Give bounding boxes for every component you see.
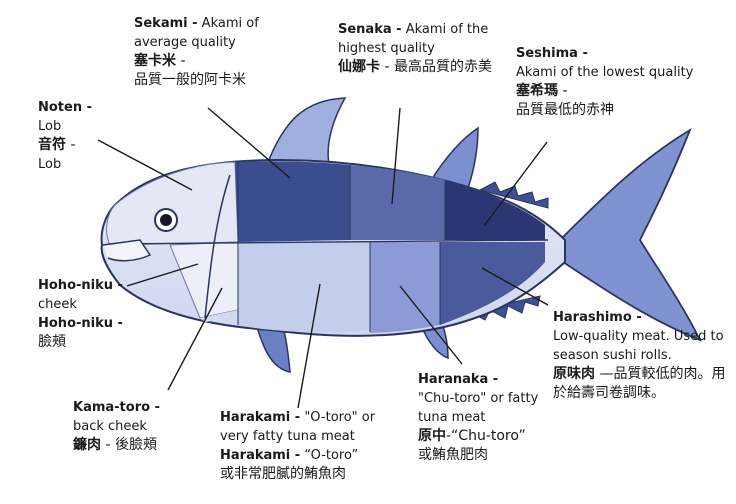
label-seshima: Seshima - Akami of the lowest quality 塞希…: [516, 44, 726, 120]
noten-name: Noten -: [38, 100, 92, 115]
kamatoro-name: Kama-toro -: [73, 400, 160, 415]
seshima-desc-en: Akami of the lowest quality: [516, 63, 726, 82]
kamatoro-name-cn: 鐮肉: [73, 437, 101, 453]
seshima-desc-cn: 品質最低的赤神: [516, 101, 726, 120]
label-noten: Noten - Lob 音符 - Lob: [38, 98, 128, 174]
noten-desc-en: Lob: [38, 117, 128, 136]
noten-name-cn: 音符: [38, 137, 66, 153]
senaka-name-cn: 仙娜卡: [338, 59, 380, 75]
region-haranaka: [370, 242, 440, 333]
haranaka-name: Haranaka -: [418, 372, 498, 387]
senaka-name: Senaka -: [338, 22, 402, 37]
region-sekami: [235, 161, 350, 242]
senaka-desc-cn: 最高品質的赤美: [394, 59, 492, 75]
haranaka-desc-en: "Chu-toro" or fatty tuna meat: [418, 389, 568, 427]
harakami-name2: Harakami -: [220, 448, 300, 463]
haranaka-desc-cn: -“Chu-toro”: [446, 428, 526, 444]
region-harakami: [238, 242, 370, 332]
kamatoro-desc-en: back cheek: [73, 417, 213, 436]
seshima-name: Seshima -: [516, 46, 588, 61]
seshima-name-cn: 塞希瑪: [516, 83, 558, 99]
dorsal-fin: [268, 98, 345, 168]
label-harakami: Harakami - "O-toro" or very fatty tuna m…: [220, 408, 390, 484]
haranaka-desc-cn2: 或鮪魚肥肉: [418, 446, 568, 465]
harashimo-desc-en: Low-quality meat. Used to season sushi r…: [553, 327, 728, 365]
harashimo-name: Harashimo -: [553, 310, 642, 325]
noten-desc-cn: Lob: [38, 155, 128, 174]
hohoniku-name2: Hoho-niku -: [38, 316, 123, 331]
label-hohoniku: Hoho-niku - cheek Hoho-niku - 臉頰: [38, 276, 148, 352]
sekami-desc-cn: 品質一般的阿卡米: [134, 71, 314, 90]
hohoniku-desc-en: cheek: [38, 295, 148, 314]
harakami-desc2: “O-toro”: [304, 448, 358, 463]
label-kamatoro: Kama-toro - back cheek 鐮肉 - 後臉頰: [73, 398, 213, 455]
label-harashimo: Harashimo - Low-quality meat. Used to se…: [553, 308, 728, 403]
haranaka-name-cn: 原中: [418, 428, 446, 444]
label-sekami: Sekami - Akami of average quality 塞卡米 - …: [134, 14, 314, 90]
harakami-desc-cn: 或非常肥膩的鮪魚肉: [220, 465, 390, 484]
hohoniku-desc-cn: 臉頰: [38, 333, 148, 352]
region-noten: [107, 162, 238, 245]
label-senaka: Senaka - Akami of the highest quality 仙娜…: [338, 20, 498, 77]
kamatoro-desc-cn: 後臉頰: [115, 437, 157, 453]
harakami-name: Harakami -: [220, 410, 300, 425]
sekami-name: Sekami -: [134, 16, 198, 31]
hohoniku-name: Hoho-niku -: [38, 278, 123, 293]
label-haranaka: Haranaka - "Chu-toro" or fatty tuna meat…: [418, 370, 568, 465]
sekami-name-cn: 塞卡米: [134, 53, 176, 69]
pupil: [160, 214, 172, 226]
